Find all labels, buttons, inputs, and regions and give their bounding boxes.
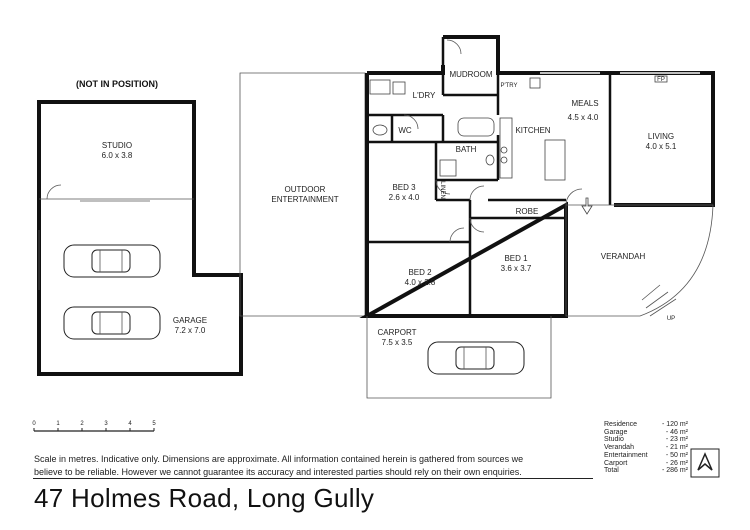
area-label: Studio xyxy=(604,436,624,444)
area-label: Verandah xyxy=(604,444,634,452)
scale-tick-4: 4 xyxy=(128,421,132,427)
studio-label: STUDIO xyxy=(102,141,132,150)
area-label: Entertainment xyxy=(604,451,648,459)
doors xyxy=(403,114,583,243)
area-value: - 120 m² xyxy=(661,421,688,428)
area-row: Verandah - 21 m² xyxy=(604,444,688,452)
outdoor-label: OUTDOOR xyxy=(285,185,326,194)
verandah-label: VERANDAH xyxy=(601,252,646,261)
area-label: Residence xyxy=(604,421,638,428)
wc-label: WC xyxy=(398,126,412,135)
garage-car-2 xyxy=(63,306,161,340)
area-summary: Residence - 120 m² Garage - 46 m² Studio - … xyxy=(604,421,688,475)
disclaimer-line-1: Scale in metres. Indicative only. Dimens… xyxy=(34,454,524,464)
bed3-label: BED 3 xyxy=(392,183,416,192)
studio-garage-block xyxy=(37,100,243,376)
area-label: Garage xyxy=(604,428,628,436)
area-row: Studio - 23 m² xyxy=(604,436,688,444)
disclaimer: Scale in metres. Indicative only. Dimens… xyxy=(34,453,594,479)
ptry-label: P'TRY xyxy=(500,83,517,89)
area-value: - 21 m² xyxy=(665,444,688,452)
bed2-size: 4.0 x 2.8 xyxy=(405,278,436,287)
area-value: - 50 m² xyxy=(665,451,688,459)
area-label: Carport xyxy=(604,459,628,467)
linen-label: LINEN xyxy=(439,181,445,199)
kitchen-label: KITCHEN xyxy=(515,126,550,135)
scale-tick-2: 2 xyxy=(80,421,84,427)
bath-label: BATH xyxy=(456,145,477,154)
property-address: 47 Holmes Road, Long Gully xyxy=(34,483,375,513)
bed3-size: 2.6 x 4.0 xyxy=(389,193,420,202)
scale-tick-0: 0 xyxy=(32,421,36,427)
carport xyxy=(366,316,552,399)
living-label: LIVING xyxy=(648,132,674,141)
area-row: Entertainment - 50 m² xyxy=(604,452,688,460)
mudroom-label: MUDROOM xyxy=(449,70,492,79)
area-row: Residence - 120 m² xyxy=(604,421,688,429)
scale-tick-3: 3 xyxy=(104,421,108,427)
area-value: - 26 m² xyxy=(665,459,688,467)
divider xyxy=(33,478,593,479)
fp-label: FP xyxy=(657,77,665,83)
garage-label: GARAGE xyxy=(173,316,207,325)
carport-size: 7.5 x 3.5 xyxy=(382,338,413,347)
ldry-label: L'DRY xyxy=(413,91,436,100)
scale-tick-1: 1 xyxy=(56,421,60,427)
area-row: Total - 286 m² xyxy=(604,467,688,475)
carport-label: CARPORT xyxy=(378,328,417,337)
north-arrow-icon xyxy=(690,448,720,478)
garage-car-1 xyxy=(63,244,161,278)
area-value: - 46 m² xyxy=(665,428,688,436)
robe-label: ROBE xyxy=(516,207,539,216)
not-in-position-label: (NOT IN POSITION) xyxy=(76,79,158,89)
bed2-label: BED 2 xyxy=(408,268,432,277)
studio-size: 6.0 x 3.8 xyxy=(102,151,133,160)
scale-bar: 0 1 2 3 4 5 xyxy=(32,421,156,432)
bed1-label: BED 1 xyxy=(504,254,528,263)
up-label: UP xyxy=(667,316,675,322)
area-row: Carport - 26 m² xyxy=(604,460,688,468)
verandah xyxy=(565,197,714,317)
meals-size: 4.5 x 4.0 xyxy=(568,113,599,122)
area-value: - 23 m² xyxy=(665,436,688,444)
area-row: Garage - 46 m² xyxy=(604,429,688,437)
meals-label: MEALS xyxy=(571,99,598,108)
entertainment-label: ENTERTAINMENT xyxy=(271,195,338,204)
garage-size: 7.2 x 7.0 xyxy=(175,326,206,335)
disclaimer-line-2: believe to be reliable. However we canno… xyxy=(34,467,522,477)
living-size: 4.0 x 5.1 xyxy=(646,142,677,151)
carport-car xyxy=(427,341,525,375)
fixtures xyxy=(369,75,668,177)
area-value: - 286 m² xyxy=(661,467,688,475)
area-label: Total xyxy=(604,467,619,475)
bed1-size: 3.6 x 3.7 xyxy=(501,264,532,273)
scale-tick-5: 5 xyxy=(152,421,156,427)
